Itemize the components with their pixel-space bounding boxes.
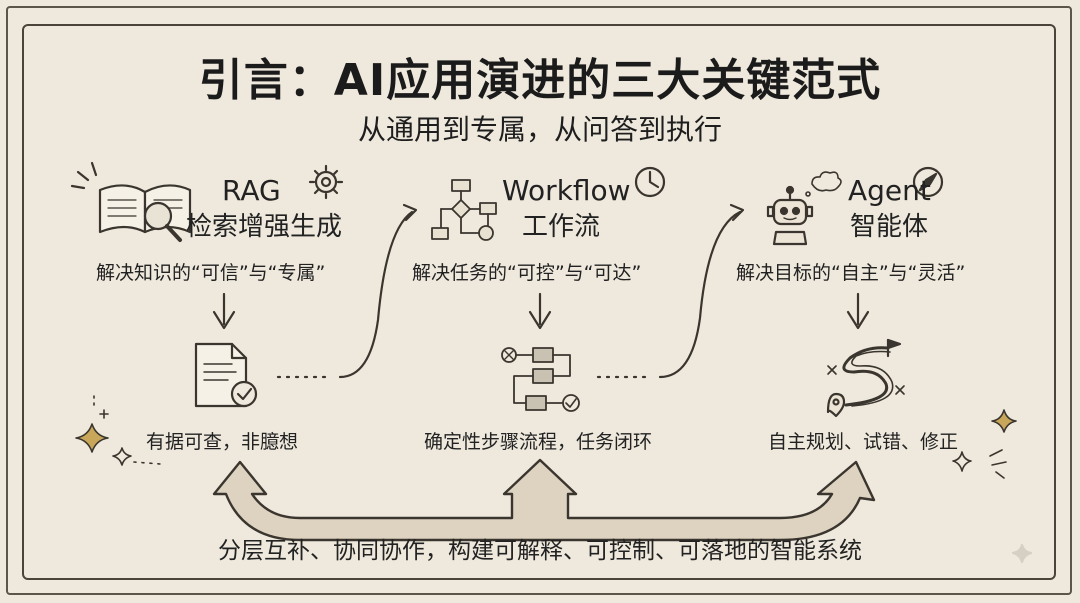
integration-arrow (214, 460, 874, 540)
flowchart-icon (432, 180, 496, 240)
winding-path-icon (828, 340, 904, 416)
document-check-icon (196, 344, 256, 406)
down-arrow-agent (848, 294, 868, 328)
sparkle-right-icon (953, 410, 1016, 478)
clock-icon (636, 168, 664, 196)
rag-description: 解决知识的“可信”与“专属” (96, 258, 325, 285)
workflow-description: 解决任务的“可控”与“可达” (412, 258, 641, 285)
agent-description: 解决目标的“自主”与“灵活” (736, 258, 965, 285)
rag-name-zh: 检索增强生成 (186, 206, 342, 243)
rag-result: 有据可查，非臆想 (146, 427, 298, 454)
agent-name-zh: 智能体 (850, 206, 928, 243)
footer-summary: 分层互补、协同协作，构建可解释、可控制、可落地的智能系统 (0, 531, 1080, 565)
book-icon (100, 185, 190, 232)
gear-icon (310, 166, 342, 198)
page-title: 引言：AI应用演进的三大关键范式 (0, 44, 1080, 108)
process-steps-icon (502, 348, 579, 411)
workflow-name-en: Workflow (502, 174, 631, 207)
agent-result: 自主规划、试错、修正 (768, 427, 958, 454)
agent-name-en: Agent (848, 174, 931, 207)
rag-name-en: RAG (222, 174, 281, 207)
highlight-marks-icon (72, 163, 96, 188)
down-arrow-rag (214, 294, 234, 328)
workflow-name-zh: 工作流 (522, 206, 600, 243)
thought-bubble-icon (806, 172, 841, 196)
dotted-connector-2 (598, 205, 743, 377)
workflow-result: 确定性步骤流程，任务闭环 (424, 427, 652, 454)
down-arrow-workflow (530, 294, 550, 328)
robot-icon (768, 187, 812, 244)
page-subtitle: 从通用到专属，从问答到执行 (0, 108, 1080, 148)
